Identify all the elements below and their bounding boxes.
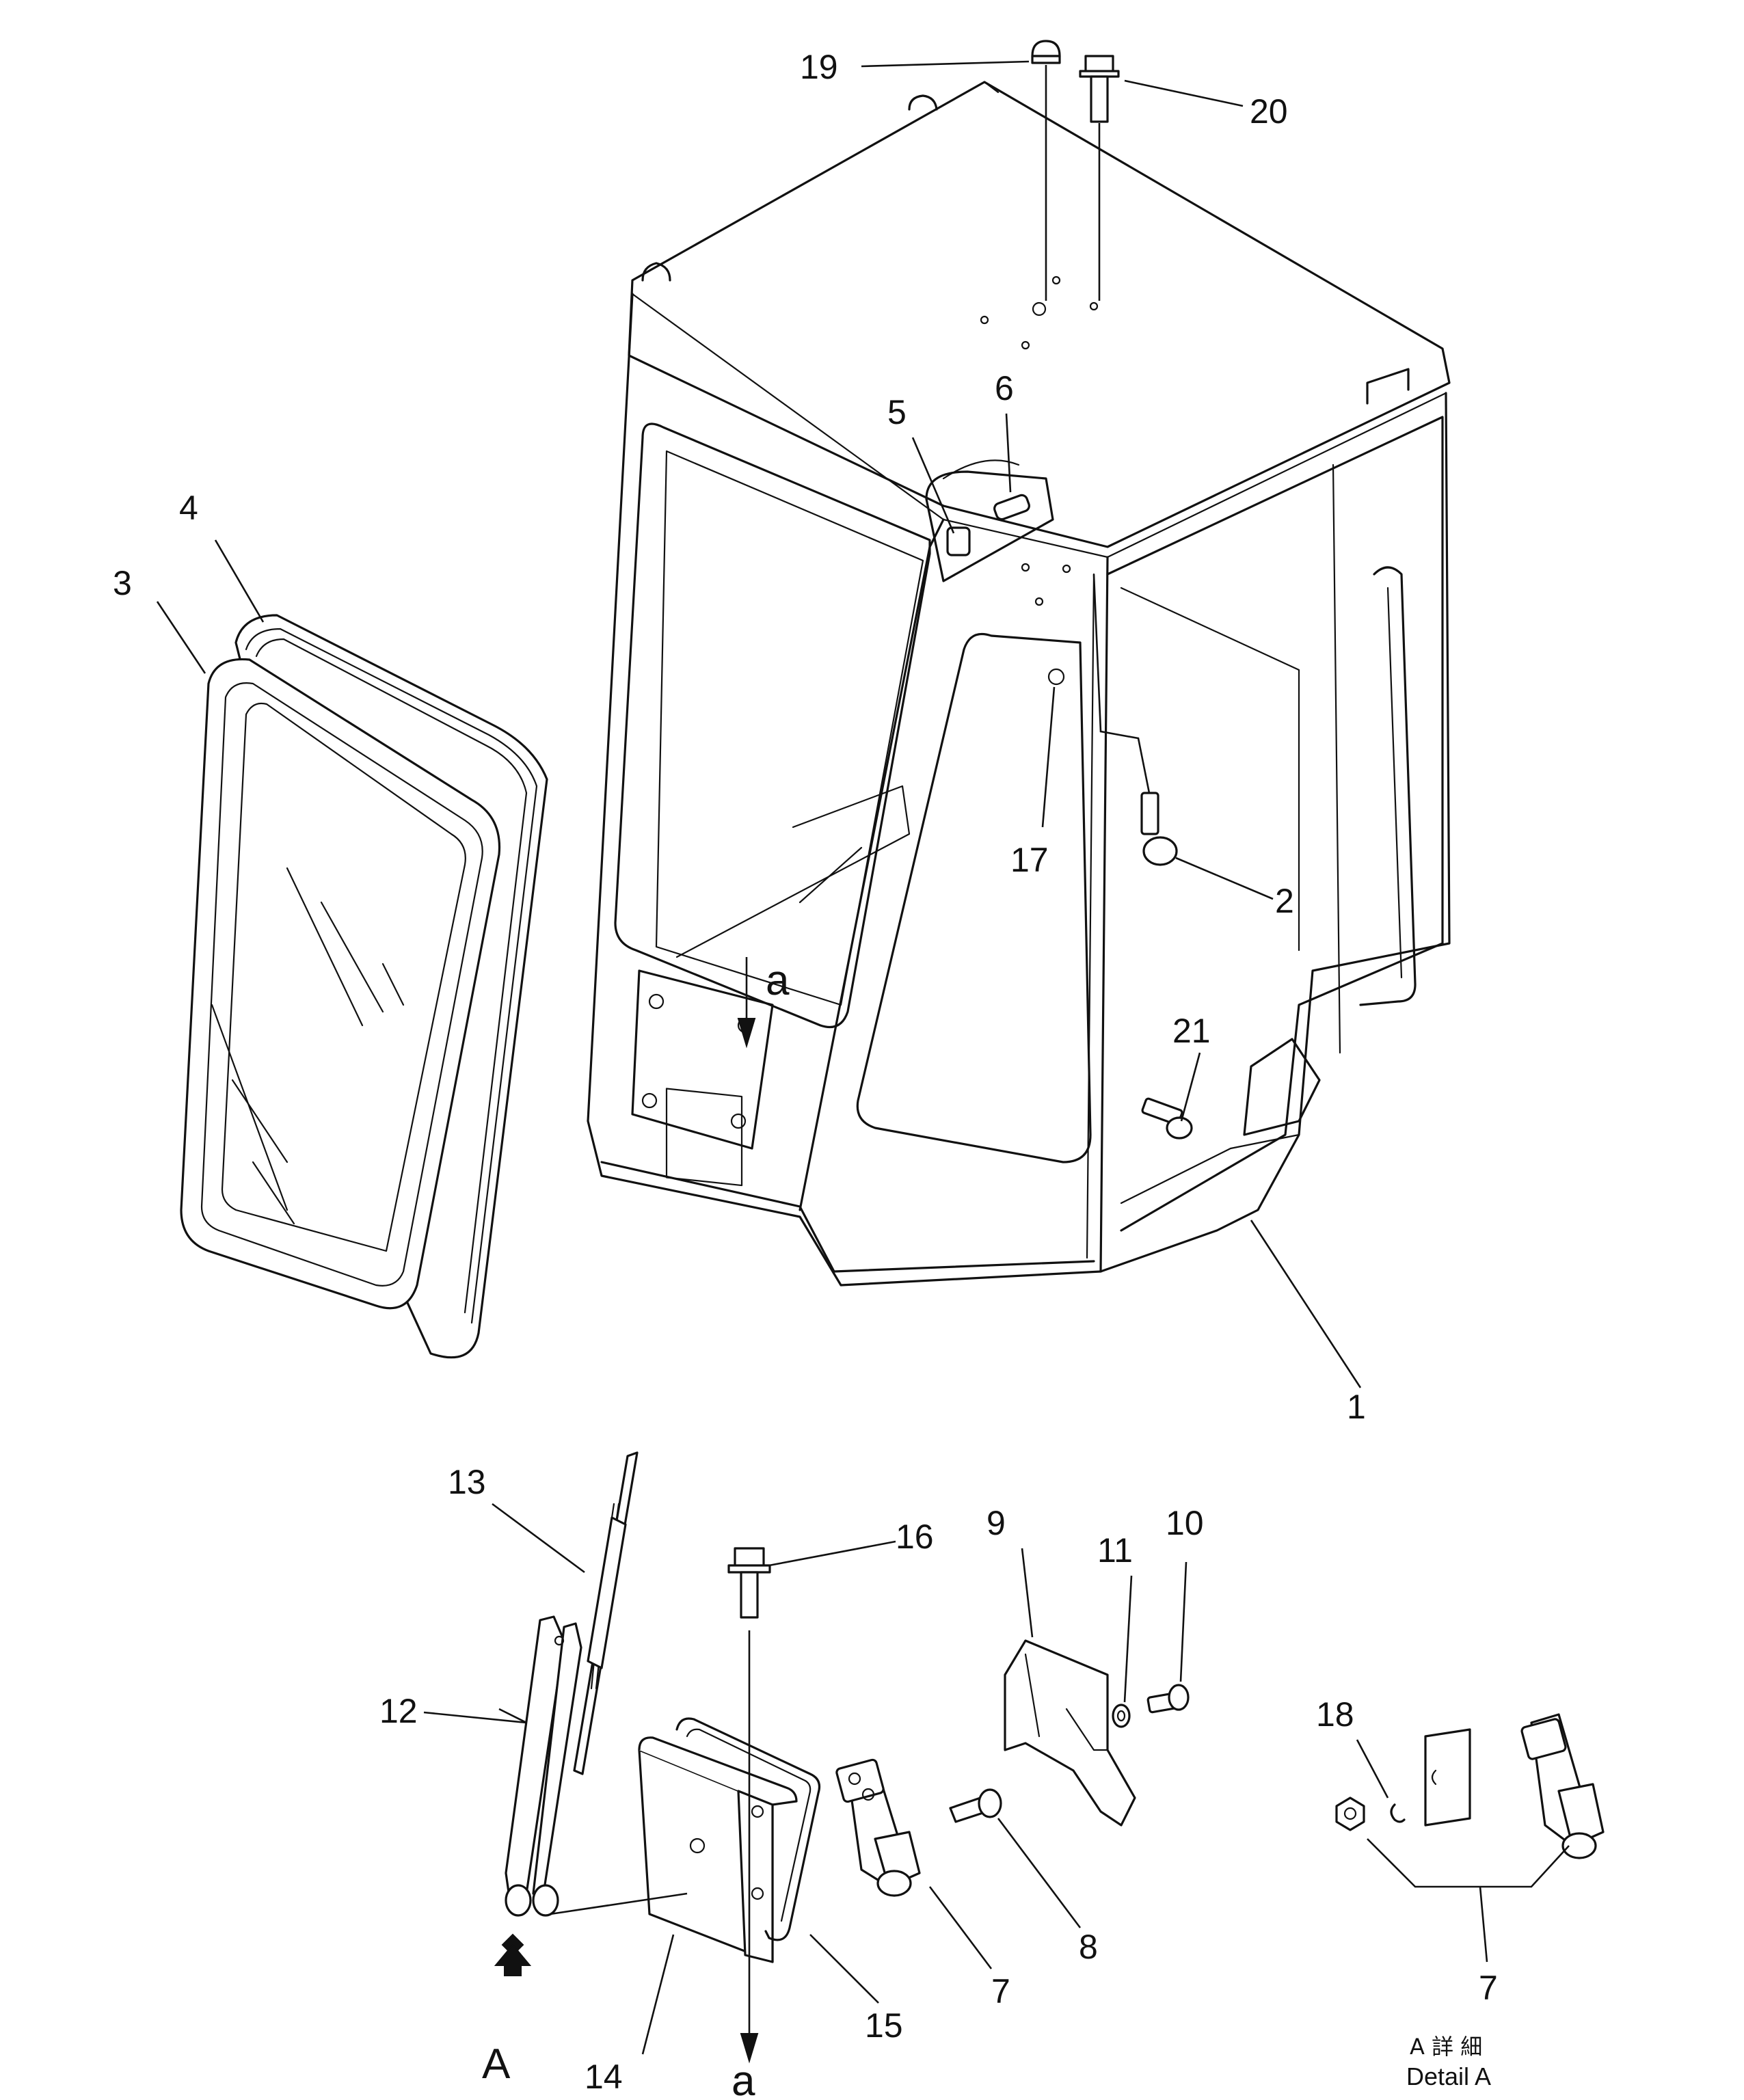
callout-20: 20	[1250, 92, 1288, 131]
callout-17: 17	[1010, 841, 1049, 879]
view-arrow-a	[494, 1933, 532, 1976]
bolt-21	[1141, 1097, 1193, 1140]
callout-16: 16	[896, 1518, 934, 1556]
callout-11: 11	[1097, 1531, 1133, 1570]
bracket-9	[1004, 1639, 1136, 1827]
callout-21: 21	[1172, 1012, 1211, 1050]
callout-1: 1	[1347, 1388, 1366, 1426]
operator-cab	[587, 81, 1451, 1287]
wiper-arm-12	[505, 1615, 582, 1917]
callout-5: 5	[887, 393, 907, 431]
section-label-a-top: a	[766, 957, 790, 1004]
window-glass-3	[180, 658, 501, 1310]
bolt-20	[1079, 55, 1120, 301]
callout-9: 9	[987, 1504, 1006, 1542]
bolt-10	[1146, 1684, 1190, 1714]
wiper-blade-13	[573, 1451, 639, 1775]
dome-light-bracket	[925, 459, 1054, 582]
wiper-cover-14	[638, 1736, 798, 1963]
detail-caption-english: Detail A	[1406, 2062, 1491, 2090]
callout-18: 18	[1316, 1695, 1354, 1734]
callout-15: 15	[865, 2006, 903, 2045]
section-arrow-a-top	[737, 957, 756, 1049]
callout-7-detail: 7	[1479, 1969, 1498, 2007]
cap-nut-19	[1031, 40, 1061, 301]
callout-3: 3	[113, 564, 132, 602]
detail-caption-japanese: A 詳 細	[1410, 2034, 1482, 2060]
callout-13: 13	[448, 1463, 486, 1501]
callout-12: 12	[379, 1692, 418, 1730]
washer-11	[1112, 1704, 1131, 1728]
view-arrow-label: A	[482, 2041, 511, 2088]
callout-8: 8	[1079, 1928, 1098, 1966]
callout-7-main: 7	[991, 1972, 1010, 2010]
callout-4: 4	[179, 489, 198, 527]
callout-2: 2	[1275, 882, 1294, 920]
detail-a	[1335, 1713, 1605, 1859]
gasket-15	[675, 1717, 821, 1941]
bolt-16	[727, 1547, 771, 2064]
window-seal-4	[234, 614, 548, 1359]
bolt-2	[1092, 574, 1178, 866]
section-markers: a a A	[482, 957, 790, 2100]
callout-19: 19	[800, 48, 838, 86]
callout-14: 14	[585, 2058, 623, 2096]
callout-6: 6	[995, 369, 1014, 407]
section-label-a-bottom: a	[732, 2058, 755, 2100]
wiper-motor-7	[835, 1758, 921, 1897]
bolt-8	[949, 1788, 1002, 1823]
leader-lines	[156, 60, 1570, 2055]
callout-10: 10	[1166, 1504, 1204, 1542]
callout-labels: 1 2 3 4 5 6 7 7 8 9 10 11 12 13 14 15 16…	[113, 48, 1498, 2096]
detail-caption: A 詳 細 Detail A	[1406, 2034, 1491, 2090]
